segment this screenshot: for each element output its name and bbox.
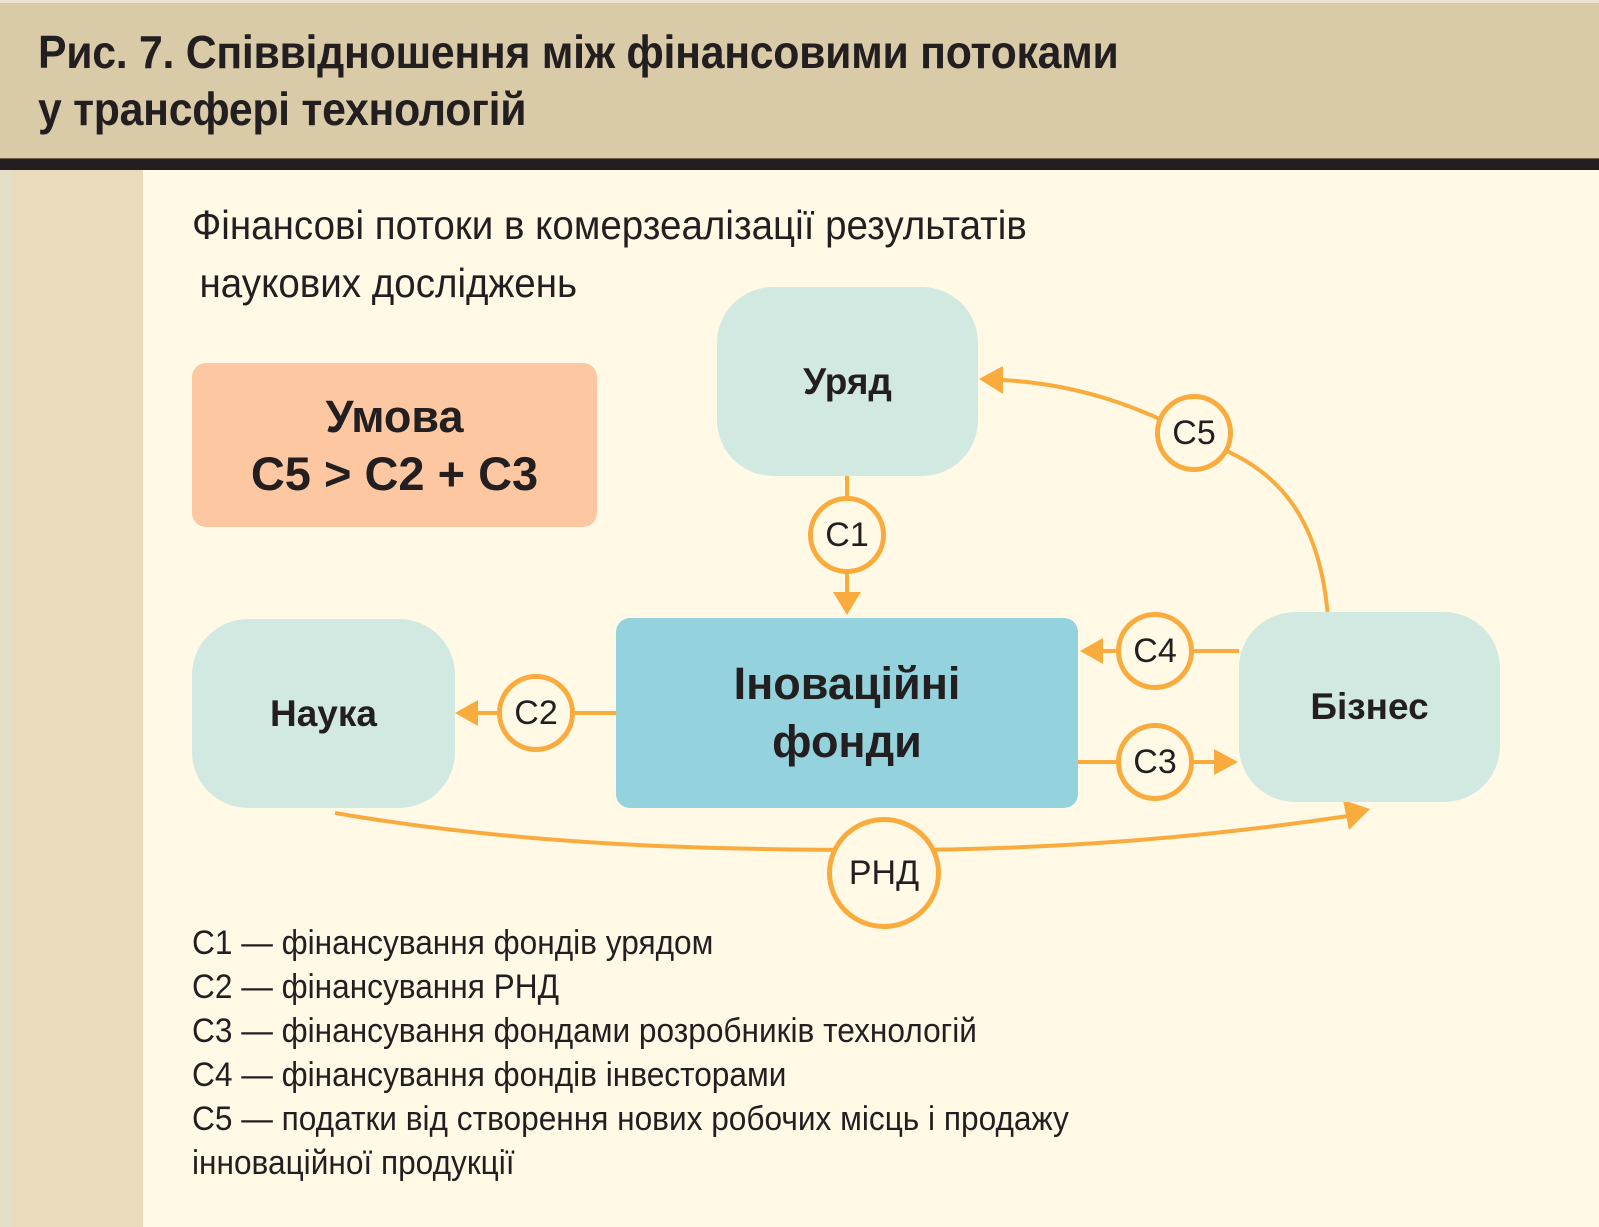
legend: С1 — фінансування фондів урядом С2 — фін… [192, 921, 1069, 1185]
diagram-subtitle: Фінансові потоки в комерзеалізації резул… [192, 196, 1027, 312]
header-top-line [0, 0, 1599, 3]
subtitle-line-2: наукових досліджень [199, 260, 578, 306]
legend-item-c2: С2 — фінансування РНД [192, 968, 559, 1006]
left-margin-edge [0, 170, 12, 1227]
arrowhead-c1-icon [833, 592, 861, 615]
flow-badge-c5-label: С5 [1172, 413, 1216, 452]
figure-title-line-2: у трансфері технологій [38, 83, 527, 135]
flow-badge-c2: С2 [497, 674, 575, 752]
node-government-label: Уряд [803, 360, 892, 402]
condition-formula: С5 > С2 + С3 [250, 447, 539, 500]
flow-badge-rnd: РНД [827, 817, 941, 929]
legend-item-c1: С1 — фінансування фондів урядом [192, 924, 714, 962]
node-funds-label-line-2: фонди [772, 716, 922, 767]
flow-badge-c4-label: С4 [1133, 631, 1177, 670]
flow-badge-c5: С5 [1155, 394, 1233, 472]
arrowhead-rnd-icon [1343, 800, 1370, 830]
arrowhead-c4-icon [1080, 638, 1103, 664]
flow-badge-rnd-label: РНД [848, 853, 920, 892]
legend-item-c3: С3 — фінансування фондами розробників те… [192, 1012, 977, 1050]
figure-title: Рис. 7. Співвідношення між фінансовими п… [38, 24, 1119, 138]
figure-header: Рис. 7. Співвідношення між фінансовими п… [0, 0, 1599, 158]
arrowhead-c2-icon [455, 700, 478, 726]
flow-badge-c1-label: С1 [825, 515, 869, 554]
flow-badge-c2-label: С2 [514, 693, 558, 732]
node-science-label: Наука [270, 692, 377, 734]
node-funds-label-line-1: Іноваційні [733, 658, 961, 709]
header-divider [0, 158, 1599, 170]
arrowhead-c5-icon [979, 366, 1003, 394]
flow-badge-c3: С3 [1116, 723, 1194, 801]
flow-badge-c3-label: С3 [1133, 742, 1177, 781]
legend-item-c4: С4 — фінансування фондів інвесторами [192, 1056, 787, 1094]
left-margin-strip [0, 170, 143, 1227]
node-science: Наука [192, 619, 455, 808]
node-government: Уряд [717, 287, 978, 476]
node-innovation-funds: Іноваційні фонди [616, 618, 1078, 808]
condition-box: Умова С5 > С2 + С3 [192, 363, 597, 527]
legend-item-c5: С5 — податки від створення нових робочих… [192, 1100, 1069, 1138]
condition-label: Умова [325, 391, 464, 442]
subtitle-line-1: Фінансові потоки в комерзеалізації резул… [192, 202, 1027, 248]
node-business-label: Бізнес [1310, 686, 1429, 727]
figure-title-line-1: Рис. 7. Співвідношення між фінансовими п… [38, 26, 1119, 78]
flow-badge-c4: С4 [1116, 612, 1194, 690]
node-business: Бізнес [1239, 612, 1500, 802]
arrowhead-c3-icon [1214, 749, 1238, 775]
flow-badge-c1: С1 [808, 496, 886, 574]
legend-item-c5-continued: інноваційної продукції [192, 1144, 515, 1182]
